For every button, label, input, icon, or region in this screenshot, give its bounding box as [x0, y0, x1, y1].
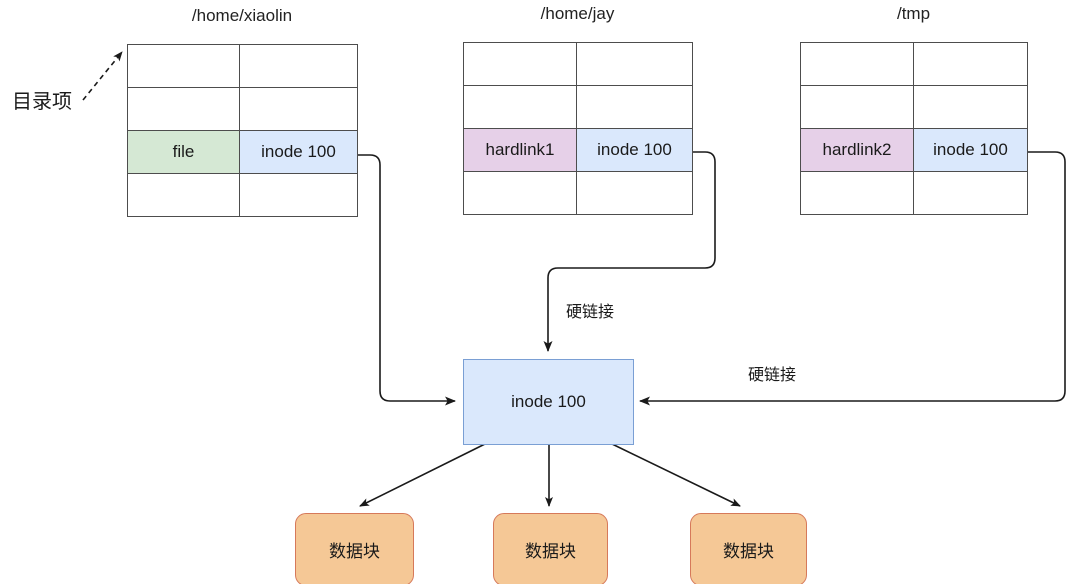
dir-table-tmp: hardlink2 inode 100: [800, 42, 1028, 215]
dir-entry-inode-hardlink1: inode 100: [576, 128, 693, 172]
inode-node: inode 100: [463, 359, 634, 445]
data-block-1: 数据块: [295, 513, 414, 584]
dir-table-xiaolin: file inode 100: [127, 44, 358, 217]
table-row: [800, 42, 1028, 86]
note-pointer-arrow: [82, 51, 123, 101]
edge-inode-to-datablock-1: [359, 442, 488, 507]
data-block-label: 数据块: [329, 542, 380, 561]
dir-entry-name-hardlink2: hardlink2: [800, 128, 914, 172]
dir-entry-inode: [239, 87, 358, 131]
data-block-label: 数据块: [525, 542, 576, 561]
data-block-label: 数据块: [723, 542, 774, 561]
dir-entry-inode: [913, 171, 1028, 215]
edge-label-hardlink-right: 硬链接: [748, 367, 797, 384]
dir-entry-name: [463, 85, 577, 129]
dir-table-jay: hardlink1 inode 100: [463, 42, 693, 215]
dir-entry-name: [127, 173, 240, 217]
dir-entry-inode: [913, 85, 1028, 129]
dir-title-tmp: /tmp: [896, 4, 931, 23]
dir-entry-inode: [576, 171, 693, 215]
dir-entry-name: [463, 171, 577, 215]
edge-label-hardlink-top: 硬链接: [566, 304, 615, 321]
dir-entry-inode: [239, 44, 358, 88]
table-row: [463, 42, 693, 86]
dir-entry-name: [800, 85, 914, 129]
edge-inode-to-datablock-3: [609, 442, 741, 507]
table-row: [800, 85, 1028, 129]
table-row: [800, 171, 1028, 215]
directory-entry-note: 目录项: [12, 91, 72, 113]
dir-entry-inode-file: inode 100: [239, 130, 358, 174]
dir-entry-inode: [239, 173, 358, 217]
dir-entry-name-hardlink1: hardlink1: [463, 128, 577, 172]
dir-entry-name-file: file: [127, 130, 240, 174]
table-row-highlighted: hardlink2 inode 100: [800, 128, 1028, 172]
dir-title-jay: /home/jay: [540, 4, 615, 23]
data-block-3: 数据块: [690, 513, 807, 584]
table-row: [463, 85, 693, 129]
inode-node-label: inode 100: [511, 392, 586, 411]
dir-entry-name: [800, 42, 914, 86]
dir-title-xiaolin: /home/xiaolin: [191, 6, 293, 25]
dir-entry-name: [127, 87, 240, 131]
dir-entry-name: [127, 44, 240, 88]
table-row: [127, 87, 358, 131]
table-row: [127, 173, 358, 217]
dir-entry-name: [800, 171, 914, 215]
table-row: [463, 171, 693, 215]
edge-xiaolin-to-inode: [357, 154, 456, 406]
dir-entry-inode: [913, 42, 1028, 86]
table-row-highlighted: hardlink1 inode 100: [463, 128, 693, 172]
dir-entry-inode: [576, 85, 693, 129]
data-block-2: 数据块: [493, 513, 608, 584]
dir-entry-name: [463, 42, 577, 86]
dir-entry-inode: [576, 42, 693, 86]
table-row: [127, 44, 358, 88]
table-row-highlighted: file inode 100: [127, 130, 358, 174]
dir-entry-inode-hardlink2: inode 100: [913, 128, 1028, 172]
